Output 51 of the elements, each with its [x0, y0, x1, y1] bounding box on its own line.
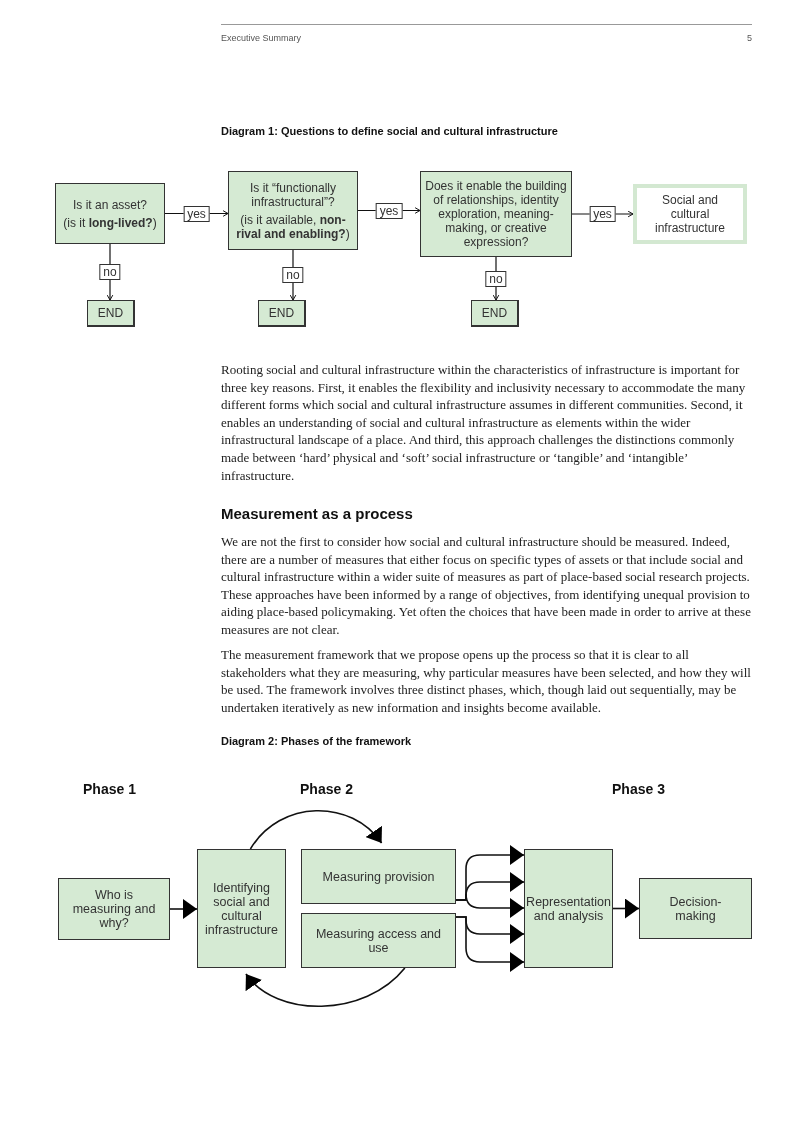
- node-text: END: [481, 305, 508, 322]
- section-heading: Measurement as a process: [221, 504, 414, 524]
- node-text: Representation and analysis: [526, 894, 611, 923]
- edge-label: yes: [589, 206, 616, 222]
- figure-heading: Diagram 1: Questions to define social and cultural infrastructure: [221, 124, 559, 139]
- node-text: Is it “functionally infrastructural”?: [248, 180, 337, 209]
- arrow: [455, 893, 525, 915]
- body-paragraph: The measurement framework that we propose opens up the process so that it is clear to all stakeholders what they are measuring, why particular measures have been selected, and how they will be used. The framework involves three distinct phases, which, though laid out sequentially, may be undertaken iteratively as new information and insights become available.: [221, 646, 752, 717]
- question-box: [228, 171, 358, 250]
- edge-label: no: [282, 267, 304, 283]
- node-text: Measuring provision: [322, 869, 435, 884]
- node-text: (is it long-lived?): [63, 215, 157, 230]
- arrow: [169, 902, 198, 916]
- arrow: [612, 901, 640, 916]
- edge-label: yes: [375, 202, 403, 219]
- node-text: END: [268, 305, 295, 322]
- node-text: Decision-making: [668, 894, 723, 923]
- phase-box: [301, 849, 456, 904]
- end-box: [471, 300, 519, 327]
- node-text: (is it available, non-rival and enabling?): [235, 212, 351, 241]
- phase-heading: Phase 3: [612, 780, 666, 799]
- page-number: 5: [746, 32, 752, 45]
- node-text: Identifying social and cultural infrastructure: [205, 880, 278, 937]
- node-text: Does it enable the building of relationships, identity exploration, meaning-making, or creative expression?: [425, 179, 567, 249]
- edge-label: no: [485, 270, 507, 287]
- running-header: Executive Summary: [221, 32, 303, 45]
- phase-box: [639, 878, 752, 939]
- node-text: END: [97, 305, 124, 322]
- arrow: [245, 967, 406, 1008]
- node-text: Is it an asset?: [72, 197, 147, 212]
- node-text: Measuring access and use: [314, 926, 443, 955]
- node-text: Who is measuring and why?: [71, 888, 157, 930]
- result-box: [633, 184, 747, 244]
- node-text: Social and cultural infrastructure: [654, 193, 726, 235]
- phase-heading: Phase 2: [300, 780, 354, 799]
- end-box: [258, 300, 306, 327]
- arrow: [455, 916, 525, 969]
- edge-label: no: [99, 264, 121, 280]
- end-box: [87, 300, 135, 327]
- question-box: [420, 171, 572, 257]
- phase-heading: Phase 1: [83, 780, 137, 799]
- phase-box: [301, 913, 456, 968]
- edge-label: yes: [183, 205, 210, 222]
- phase-box: [197, 849, 286, 968]
- body-paragraph: We are not the first to consider how social and cultural infrastructure should be measured. Indeed, there are a number of measures that either focus on specific types of assets or that include social and cultural infrastructure within a wider suite of measures as part of place-based social research projects. These approaches have been informed by a range of objectives, from identifying unequal provision to aiding place-based policymaking. Yet often the choices that have been made in order to arrive at these measures are not clear.: [221, 533, 752, 639]
- figure-heading: Diagram 2: Phases of the framework: [221, 734, 413, 749]
- question-box: [55, 183, 165, 244]
- phase-box: [524, 849, 613, 968]
- body-paragraph: Rooting social and cultural infrastructure within the characteristics of infrastructure is important for three key reasons. First, it enables the flexibility and inclusivity necessary to accommodate the many different forms which social and cultural infrastructure assumes in different communities. Second, it enables an understanding of social and cultural infrastructure as elements within the wider infrastructural landscape of a place. And third, this approach challenges the distinctions commonly made between ‘hard’ physical and ‘soft’ social infrastructure or ‘tangible’ and ‘intangible’ infrastructure.: [221, 361, 747, 485]
- phase-box: [58, 878, 170, 940]
- arrow: [249, 809, 383, 850]
